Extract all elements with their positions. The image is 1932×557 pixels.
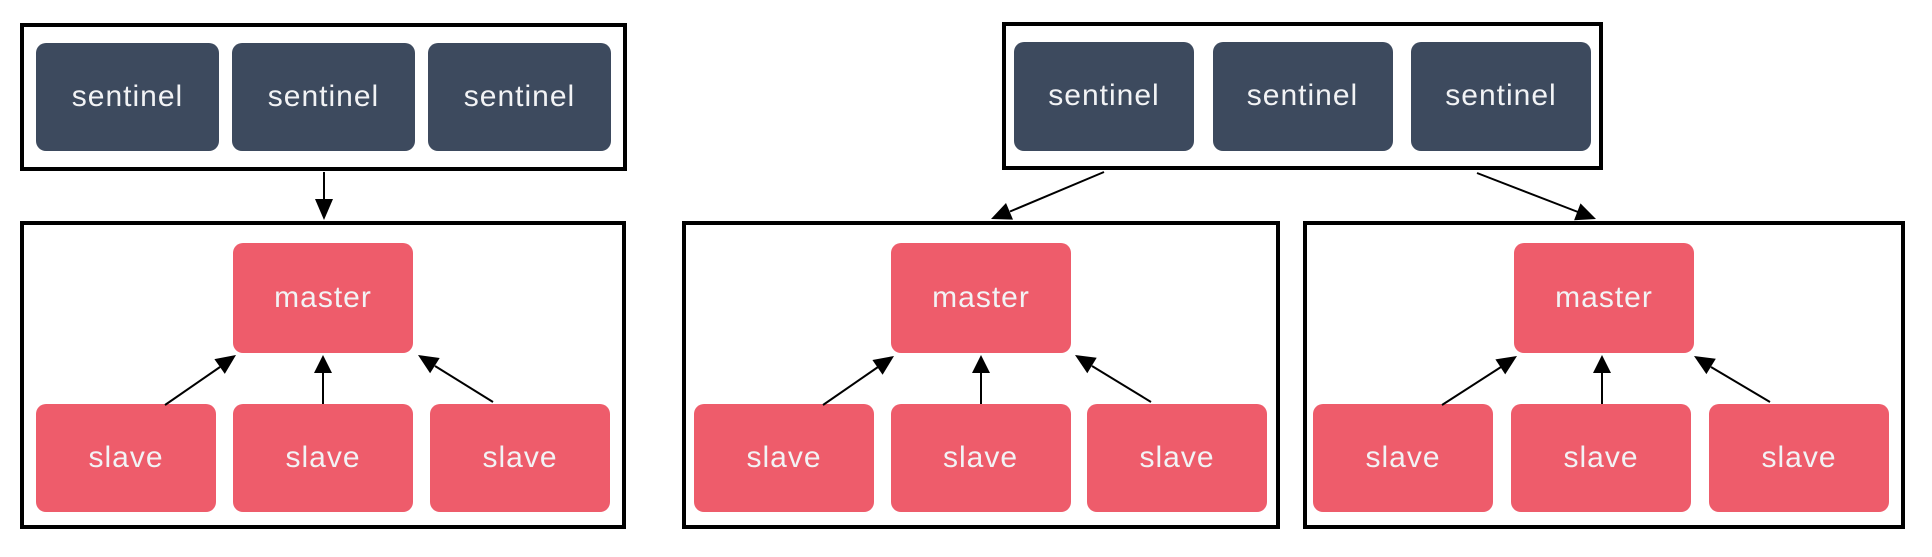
slave-node: slave bbox=[430, 404, 610, 512]
sentinel-node: sentinel bbox=[1014, 41, 1194, 151]
slave-row: slave slave slave bbox=[1307, 404, 1901, 512]
arrow-sentinels-to-left-cluster bbox=[315, 172, 333, 220]
sentinel-panel-right: sentinel sentinel sentinel bbox=[1002, 22, 1603, 170]
master-node: master bbox=[1514, 243, 1694, 353]
slave-node: slave bbox=[890, 404, 1071, 512]
slave-node: slave bbox=[233, 404, 413, 512]
slave-node: slave bbox=[1313, 404, 1493, 512]
slave-node: slave bbox=[1709, 404, 1889, 512]
sentinel-node: sentinel bbox=[1212, 41, 1393, 151]
slave-node: slave bbox=[36, 404, 216, 512]
cluster-panel-middle: master slave slave slave bbox=[682, 221, 1280, 529]
arrow-sentinels-to-right-cluster bbox=[1476, 172, 1596, 221]
cluster-panel-left: master slave slave slave bbox=[20, 221, 626, 529]
cluster-panel-right: master slave slave slave bbox=[1303, 221, 1905, 529]
sentinel-node: sentinel bbox=[1411, 41, 1591, 151]
sentinel-node: sentinel bbox=[36, 43, 219, 151]
sentinel-node: sentinel bbox=[232, 43, 415, 151]
master-node: master bbox=[233, 243, 413, 353]
slave-row: slave slave slave bbox=[686, 404, 1276, 512]
sentinel-panel-left: sentinel sentinel sentinel bbox=[20, 23, 627, 171]
master-node: master bbox=[891, 243, 1071, 353]
slave-node: slave bbox=[1087, 404, 1267, 512]
slave-node: slave bbox=[1511, 404, 1691, 512]
sentinel-node: sentinel bbox=[428, 43, 611, 151]
arrow-sentinels-to-middle-cluster bbox=[991, 171, 1105, 220]
slave-node: slave bbox=[694, 404, 874, 512]
slave-row: slave slave slave bbox=[24, 404, 622, 512]
